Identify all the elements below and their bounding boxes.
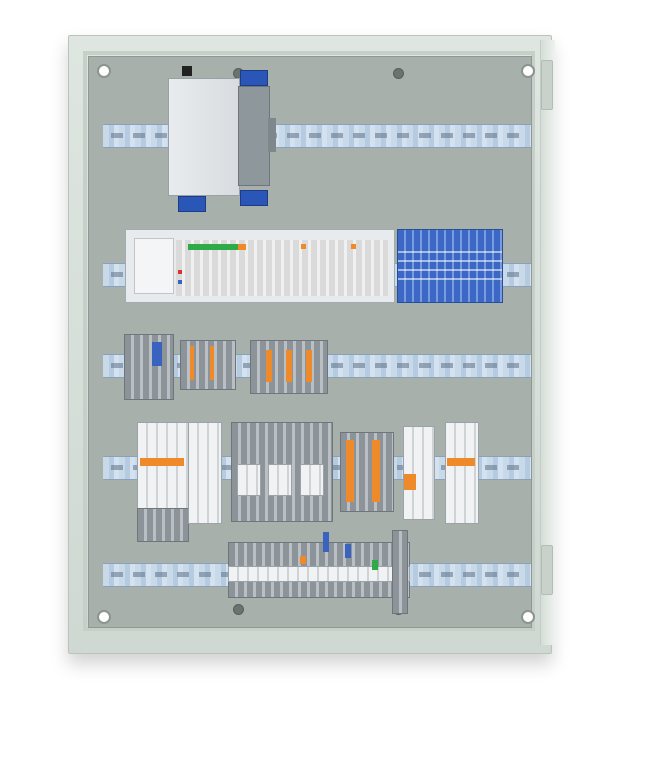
psu-terminal-left	[178, 196, 206, 212]
orange-marker	[286, 350, 292, 382]
blue-marker	[323, 532, 329, 552]
corner-screw-icon	[521, 64, 535, 78]
corner-screw-icon	[97, 64, 111, 78]
orange-marker	[266, 350, 272, 382]
orange-marker	[190, 346, 194, 380]
breaker-switch-icon[interactable]	[300, 464, 324, 496]
terminal-strip-labels	[228, 566, 410, 582]
orange-band	[447, 458, 475, 466]
corner-screw-icon	[97, 610, 111, 624]
door-hinge-top	[541, 60, 553, 110]
plc-controller-icon	[125, 229, 395, 303]
cabinet-inner-frame	[83, 51, 535, 631]
terminal-block-icon	[403, 426, 435, 520]
terminal-block-icon	[124, 334, 174, 400]
plate-screw-icon	[233, 604, 244, 615]
orange-marker	[210, 346, 214, 380]
signal-converter-icon	[445, 422, 479, 524]
cabinet-door-edge	[540, 40, 555, 645]
power-supply-icon	[168, 78, 240, 196]
orange-marker	[300, 556, 306, 564]
orange-marker	[306, 350, 312, 382]
orange-marker	[346, 440, 354, 502]
plate-screw-icon	[393, 68, 404, 79]
blue-marker	[345, 544, 351, 558]
psu-top-terminal	[182, 66, 192, 76]
psu-terminal-bottom	[240, 190, 268, 206]
blue-marker	[152, 342, 162, 366]
orange-marker	[372, 440, 380, 502]
door-hinge-bottom	[541, 545, 553, 595]
psu-terminal-top	[240, 70, 268, 86]
blue-terminal-block-icon	[397, 229, 503, 303]
corner-screw-icon	[521, 610, 535, 624]
power-supply-side	[238, 86, 270, 186]
breaker-switch-icon[interactable]	[237, 464, 261, 496]
converter-base	[137, 508, 189, 542]
terminal-block-icon	[180, 340, 236, 390]
orange-band	[140, 458, 184, 466]
psu-clip	[268, 118, 276, 152]
terminal-block-icon	[188, 422, 222, 524]
green-marker	[372, 560, 378, 570]
breaker-switch-icon[interactable]	[268, 464, 292, 496]
orange-marker	[404, 474, 416, 490]
end-stop-icon	[392, 530, 408, 614]
